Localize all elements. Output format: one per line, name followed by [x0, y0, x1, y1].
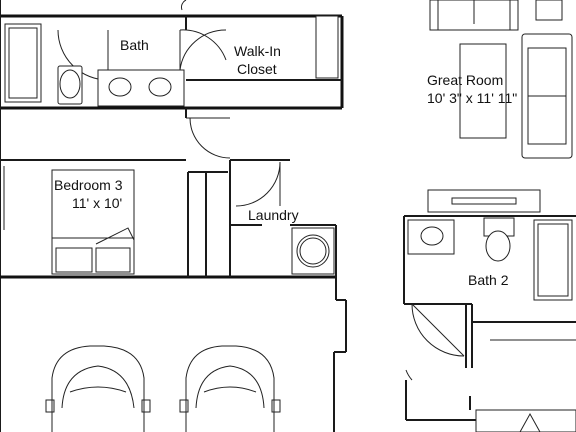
- fixtures: [3, 0, 576, 432]
- laundry-label: Laundry: [248, 207, 299, 223]
- bath2-tub: [533, 219, 573, 301]
- walk-in-closet-label-line1: Walk-In: [234, 43, 281, 59]
- coffee-table: [459, 43, 507, 139]
- bedroom-3-dimensions: 11' x 10': [72, 195, 122, 211]
- bath-label: Bath: [120, 37, 149, 53]
- sink: [108, 77, 132, 97]
- door-swings: [57, 0, 576, 381]
- great-room-label: Great Room: [427, 72, 503, 88]
- side-table: [535, 0, 563, 21]
- pillow: [55, 247, 93, 273]
- washer: [291, 227, 335, 275]
- room-labels: Bath Walk-In Closet Great Room 10' 3" x …: [54, 37, 517, 288]
- car-right: [179, 345, 281, 432]
- bedroom-3-label: Bedroom 3: [54, 177, 123, 193]
- closet-shelf: [315, 15, 339, 79]
- sink: [148, 77, 172, 97]
- media-console: [427, 189, 541, 213]
- bath-2-label: Bath 2: [468, 272, 509, 288]
- pillow: [95, 247, 131, 273]
- bath2-sink: [420, 226, 444, 246]
- bathtub: [4, 23, 42, 103]
- car-left: [45, 345, 151, 432]
- walk-in-closet-label-line2: Closet: [237, 61, 277, 77]
- great-room-dimensions: 10' 3" x 11' 11": [427, 90, 517, 106]
